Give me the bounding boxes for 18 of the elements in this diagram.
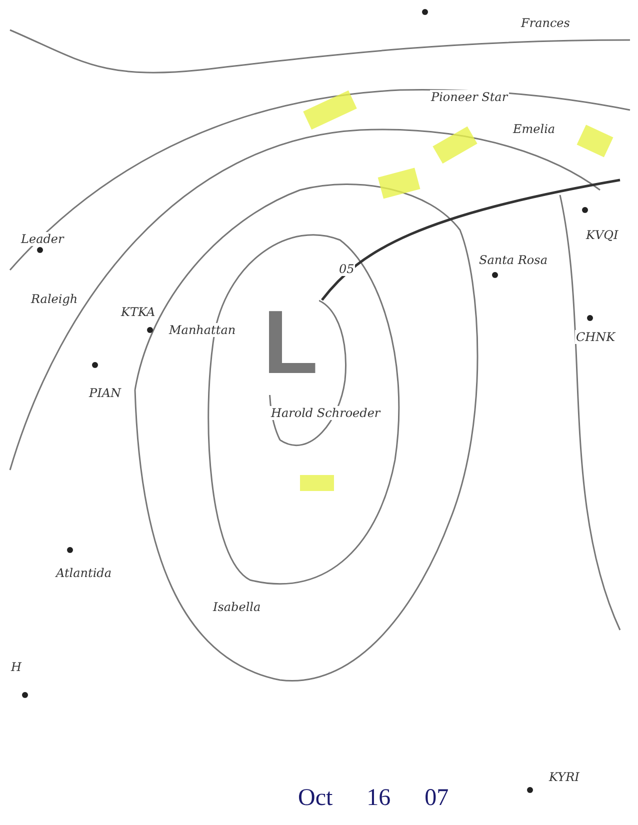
- date-caption: Oct 16 07: [298, 785, 449, 812]
- ship-name: Raleigh: [30, 292, 79, 306]
- station-code: CHNK: [575, 330, 616, 344]
- ship-name: Leader: [20, 232, 65, 246]
- ship-name: Manhattan: [168, 323, 237, 337]
- high-pressure-symbol: H: [10, 660, 22, 674]
- pressure-label: 05: [338, 262, 356, 276]
- ship-name: Emelia: [512, 122, 556, 136]
- station-code: PIAN: [88, 386, 122, 400]
- ship-name: Harold Schroeder: [270, 406, 382, 420]
- station-code: KYRI: [548, 770, 580, 784]
- station-code: KTKA: [120, 305, 156, 319]
- ship-name: Santa Rosa: [478, 253, 548, 267]
- ship-name: Atlantida: [55, 566, 112, 580]
- ship-name: Frances: [520, 16, 571, 30]
- station-code: KVQI: [585, 228, 620, 242]
- ship-name: Isabella: [212, 600, 262, 614]
- ship-name: Pioneer Star: [430, 90, 509, 104]
